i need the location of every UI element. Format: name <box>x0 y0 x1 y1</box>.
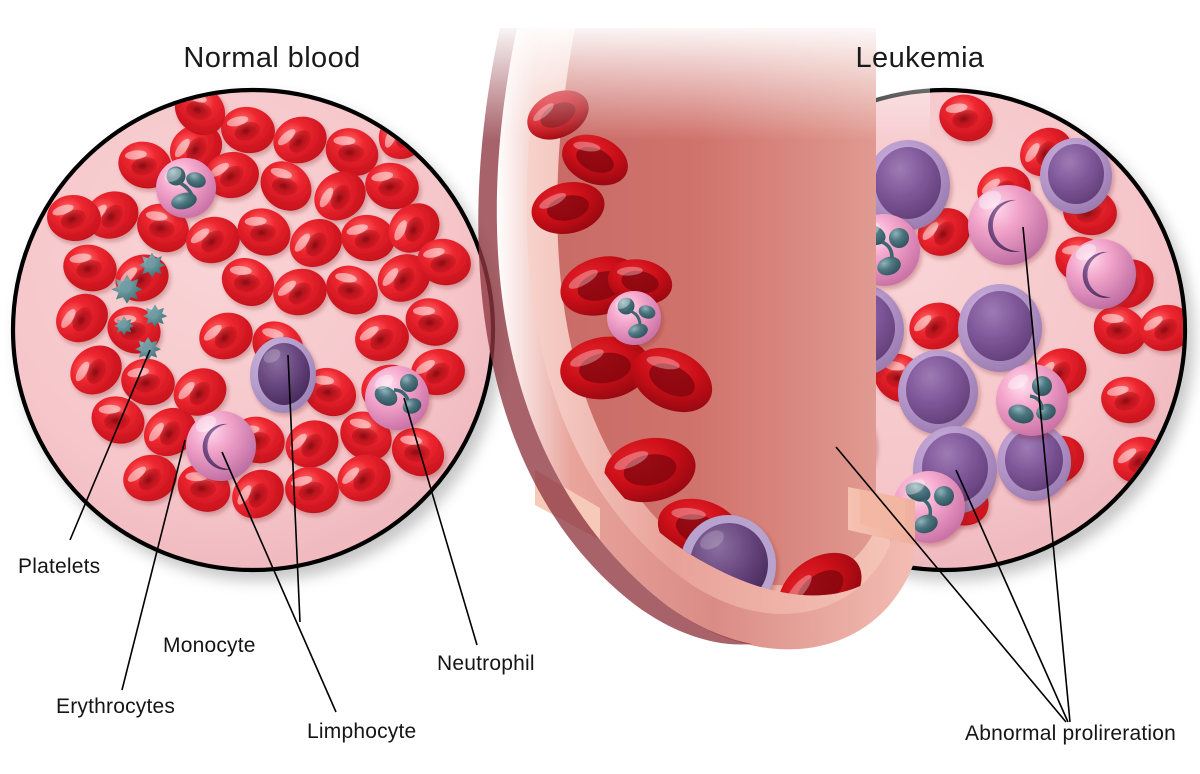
blast-cell <box>958 284 1042 372</box>
blast-cell <box>997 423 1071 501</box>
leader-neutrophil <box>403 397 478 646</box>
neutrophil-in-vessel <box>607 291 661 345</box>
neutrophil-upper-normal <box>156 158 216 218</box>
monocyte-leukemia-c <box>1066 239 1136 309</box>
vessel-cut-face-inner <box>860 490 905 534</box>
label-neutrophil: Neutrophil <box>437 652 535 675</box>
leader-abnormal-3 <box>1022 226 1071 723</box>
neutrophil-right-normal <box>365 366 429 430</box>
vessel-top-fade <box>460 20 930 140</box>
blast-cell <box>898 350 978 434</box>
label-abnormal-proliferation: Abnormal prolireration <box>965 722 1176 745</box>
leader-limphocyte <box>221 451 337 713</box>
leader-lines <box>69 226 1071 723</box>
label-platelets: Platelets <box>18 555 100 578</box>
leader-abnormal-2 <box>955 469 1069 723</box>
label-limphocyte: Limphocyte <box>307 720 416 743</box>
leader-platelets <box>69 349 151 541</box>
normal-blood-panel <box>10 87 496 573</box>
leukemia-title: Leukemia <box>856 42 985 74</box>
monocyte-leukemia-b <box>968 185 1048 265</box>
blast-cell <box>866 140 950 230</box>
blood-vessel <box>460 20 930 650</box>
normal-blood-title: Normal blood <box>183 42 360 74</box>
lymphocyte-normal <box>250 337 316 413</box>
monocyte-normal <box>186 411 256 481</box>
leader-monocyte <box>287 354 301 623</box>
label-erythrocytes: Erythrocytes <box>56 695 175 718</box>
vessel-outer-edge-shadow <box>478 28 752 645</box>
blast-cell <box>1040 138 1112 214</box>
vessel-outer-wall <box>496 28 915 650</box>
leader-abnormal-1 <box>835 446 1067 723</box>
neutrophil-leukemia-c <box>996 364 1068 436</box>
normal-blood-contents <box>44 92 476 529</box>
label-monocyte: Monocyte <box>163 634 256 657</box>
leader-erythrocytes <box>121 439 186 691</box>
